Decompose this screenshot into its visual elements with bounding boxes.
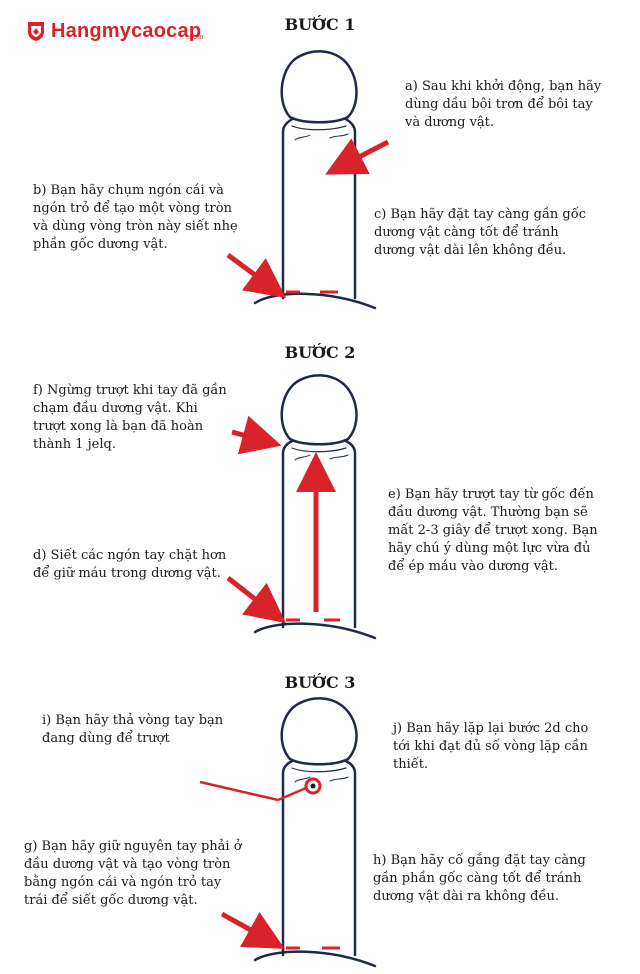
step-2-arrow-f: [231, 415, 282, 455]
note-e: e) Bạn hãy trượt tay từ gốc đến đầu dươn…: [388, 487, 598, 574]
step-1-title: BƯỚC 1: [284, 15, 356, 34]
step-1-shaft: [281, 115, 357, 300]
note-b: b) Bạn hãy chụm ngón cái và ngón trỏ để …: [33, 183, 238, 252]
step-1-head: [280, 50, 358, 124]
step-2-title: BƯỚC 2: [284, 343, 356, 362]
step-2-shaft: [281, 437, 357, 629]
step-3-title: BƯỚC 3: [284, 673, 356, 692]
brand-name: Hangmycaocap.com: [51, 20, 203, 42]
step-1-base-curve: [253, 292, 377, 310]
note-f: f) Ngừng trượt khi tay đã gần chạm đầu d…: [33, 383, 227, 452]
step-3-base-curve: [253, 950, 377, 968]
step-3-target-marker: [304, 777, 322, 795]
note-j: j) Bạn hãy lặp lại bước 2d cho tới khi đ…: [393, 721, 589, 772]
step-3-head: [280, 697, 358, 766]
note-c: c) Bạn hãy đặt tay càng gần gốc dương vậ…: [374, 207, 586, 258]
note-a: a) Sau khi khởi động, bạn hãy dùng dầu b…: [405, 79, 602, 130]
brand-suffix: .com: [187, 34, 204, 41]
step-1-figure: [253, 50, 377, 310]
note-i: i) Bạn hãy thả vòng tay bạn đang dùng để…: [42, 713, 224, 746]
shield-logo-icon: [28, 22, 44, 41]
step-2-head: [280, 374, 358, 446]
step-3-line-i: [199, 780, 307, 802]
step-1-arrow-a: [325, 138, 390, 175]
note-h: h) Bạn hãy cố gắng đặt tay càng gần phần…: [373, 853, 586, 904]
brand-logo: Hangmycaocap.com: [26, 20, 203, 42]
step-3-figure: [253, 697, 377, 968]
step-2-figure: [253, 374, 377, 640]
step-2-base-curve: [253, 622, 377, 640]
step-1-arrow-b: [226, 252, 287, 298]
note-d: d) Siết các ngón tay chặt hơn để giữ máu…: [33, 548, 227, 581]
step-3-arrow-g: [220, 911, 285, 949]
note-g: g) Bạn hãy giữ nguyên tay phải ở đầu dươ…: [24, 839, 242, 908]
step-2-arrow-d: [226, 576, 286, 624]
